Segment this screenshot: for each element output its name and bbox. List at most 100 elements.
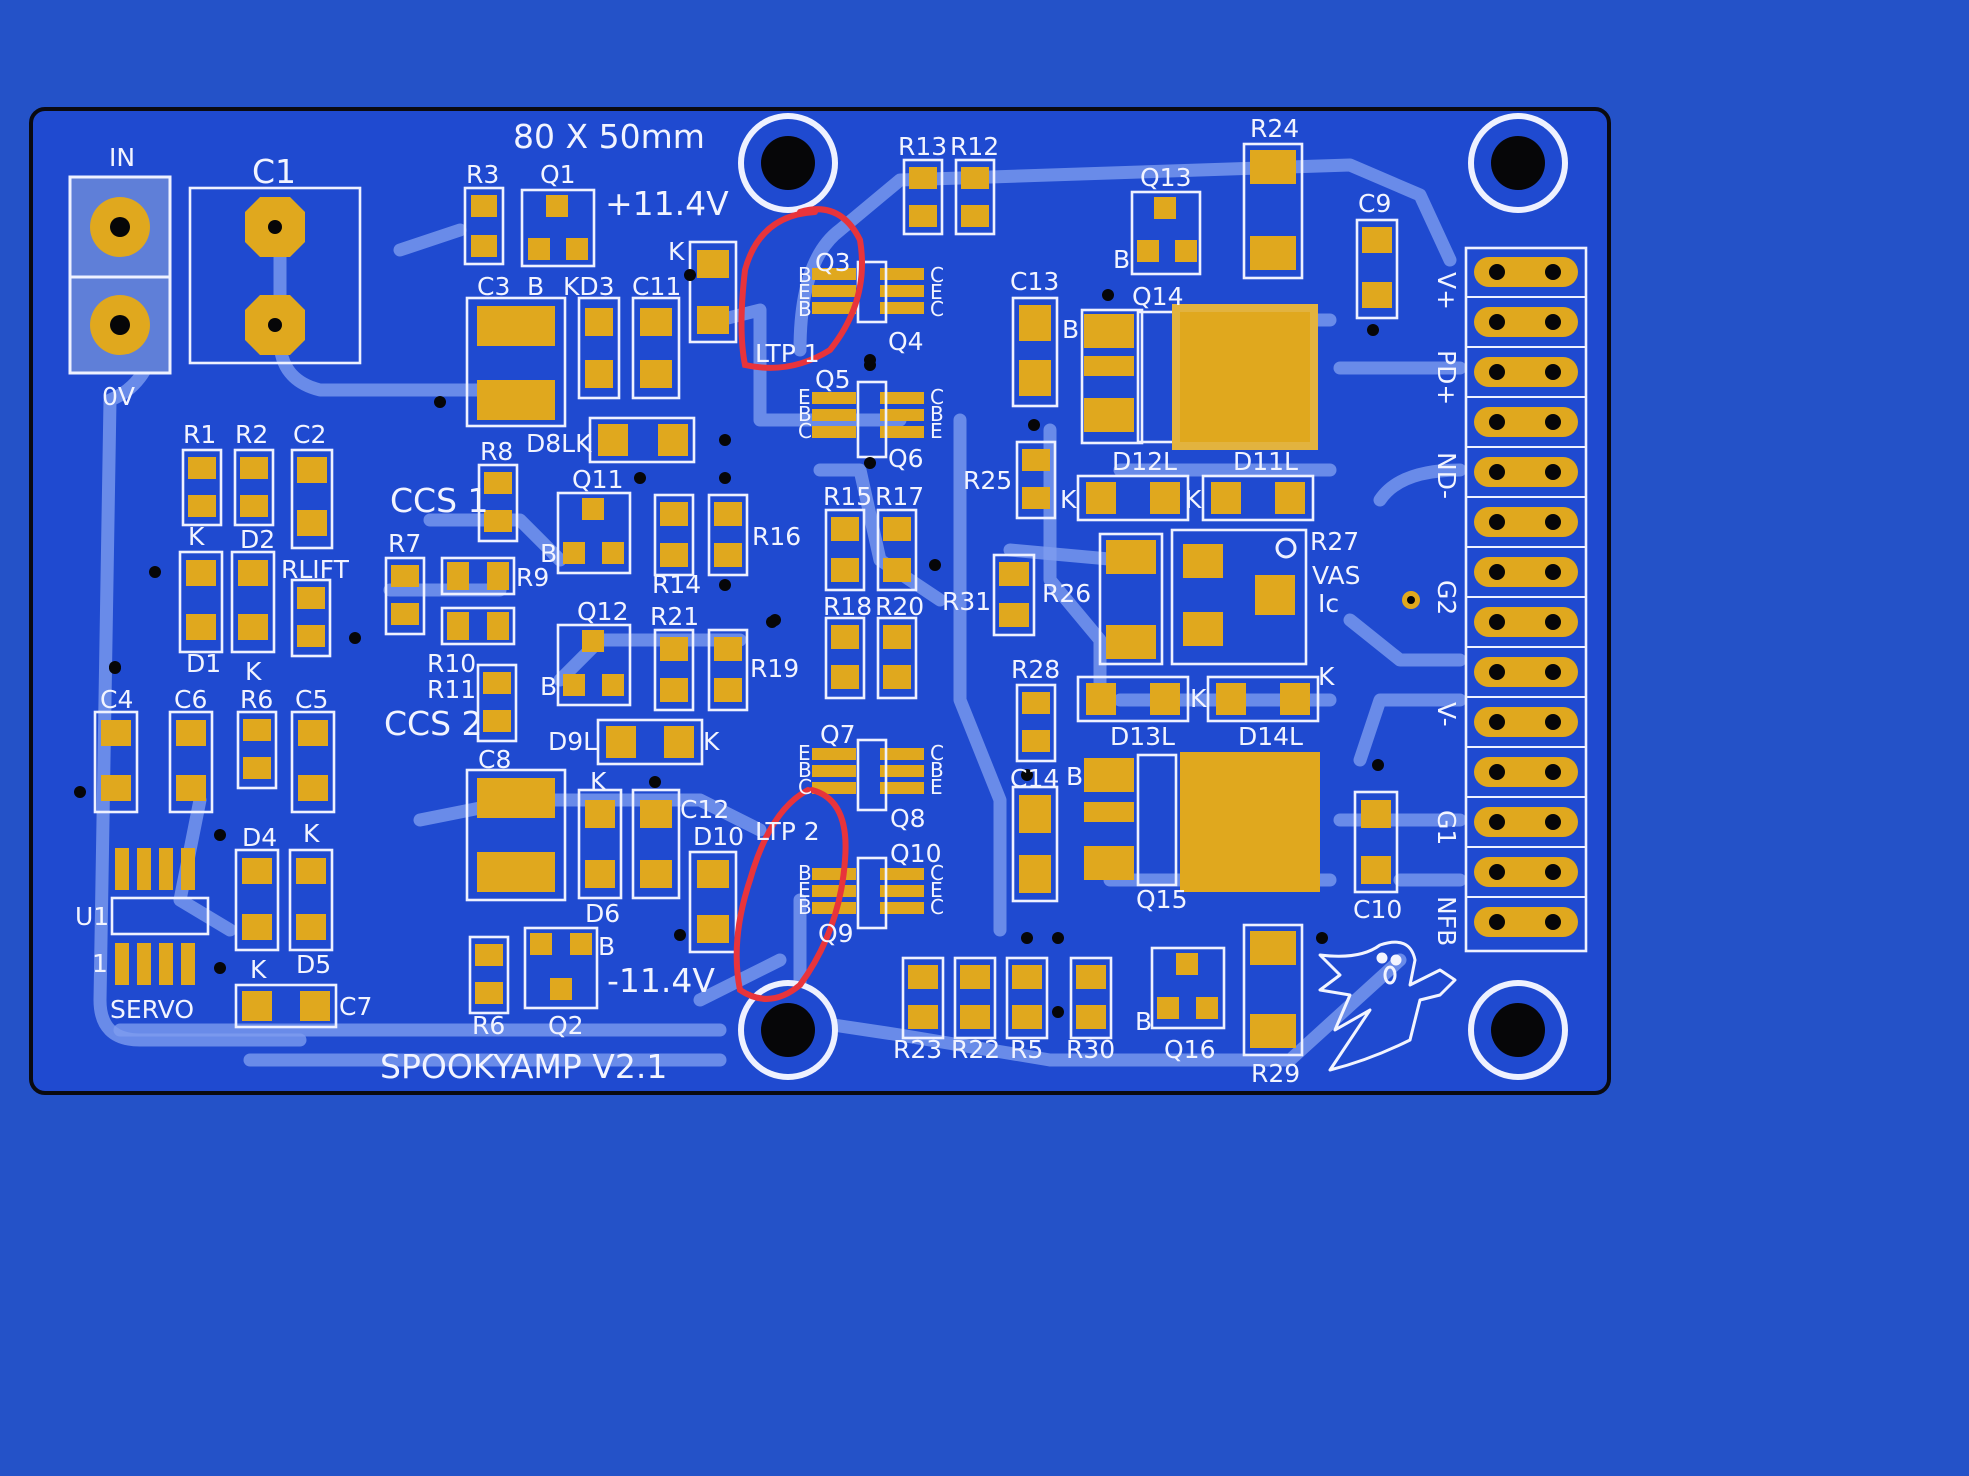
label-b-q14: B bbox=[1062, 315, 1079, 344]
label-q2: Q2 bbox=[548, 1011, 584, 1040]
r3-footprint bbox=[463, 186, 505, 266]
label-k-d9: K bbox=[703, 727, 720, 756]
c4-footprint bbox=[93, 710, 139, 814]
label-k-d5: K bbox=[250, 955, 267, 984]
c11-footprint bbox=[631, 296, 681, 400]
label-q13: Q13 bbox=[1140, 163, 1192, 192]
label-k-d1: K bbox=[188, 522, 205, 551]
header-pin-pair bbox=[1466, 296, 1586, 337]
label-r25: R25 bbox=[963, 466, 1012, 495]
label-r21: R21 bbox=[650, 602, 699, 631]
r22-footprint bbox=[953, 956, 997, 1040]
label-d12l: D12L bbox=[1112, 447, 1177, 476]
r20-footprint bbox=[876, 616, 918, 700]
q16-footprint bbox=[1150, 946, 1226, 1030]
connector-labels: V+ PD+ ND- G2 V- G1 NFB bbox=[1432, 272, 1461, 946]
r7-footprint bbox=[384, 556, 426, 636]
c6-footprint bbox=[168, 710, 214, 814]
silkscreen-labels: 80 X 50mm SPOOKYAMP V2.1 +11.4V -11.4V I… bbox=[75, 114, 1402, 1088]
r10-footprint bbox=[440, 606, 516, 646]
label-q4: Q4 bbox=[888, 327, 924, 356]
q12-footprint bbox=[556, 623, 632, 707]
c9-footprint bbox=[1355, 218, 1399, 320]
header-pin-pair bbox=[1466, 446, 1586, 487]
d5-footprint bbox=[234, 983, 338, 1029]
label-b1: B bbox=[527, 272, 544, 301]
pin-letter: B bbox=[798, 895, 812, 919]
label-q9: Q9 bbox=[818, 919, 854, 948]
conn-label-pdplus: PD+ bbox=[1432, 350, 1461, 405]
pin-letter: E bbox=[930, 280, 943, 304]
d11l-footprint bbox=[1201, 474, 1315, 522]
d2-footprint bbox=[230, 550, 276, 654]
c10-footprint bbox=[1353, 790, 1399, 894]
conn-label-vplus: V+ bbox=[1432, 272, 1461, 310]
label-q15: Q15 bbox=[1136, 885, 1188, 914]
header-pin-pair bbox=[1474, 257, 1578, 287]
label-r1: R1 bbox=[183, 420, 216, 449]
label-in: IN bbox=[109, 143, 135, 172]
header-pin-pair bbox=[1466, 346, 1586, 387]
pin-letter: C bbox=[930, 385, 944, 409]
label-r17: R17 bbox=[875, 482, 924, 511]
label-r27: R27 bbox=[1310, 527, 1359, 556]
label-q12: Q12 bbox=[577, 597, 629, 626]
r15-footprint bbox=[824, 508, 866, 592]
d4b-footprint bbox=[288, 848, 334, 952]
label-r5: R5 bbox=[1010, 1035, 1043, 1064]
q5-q6-footprint bbox=[812, 380, 924, 459]
c14-footprint bbox=[1011, 785, 1059, 903]
d1-footprint bbox=[178, 550, 224, 654]
label-d5: D5 bbox=[296, 950, 331, 979]
label-r8: R8 bbox=[480, 437, 513, 466]
r31-footprint bbox=[992, 553, 1036, 637]
mounting-hole bbox=[738, 113, 838, 213]
label-q7: Q7 bbox=[820, 720, 856, 749]
label-r18: R18 bbox=[823, 592, 872, 621]
label-r30: R30 bbox=[1066, 1035, 1115, 1064]
pin-letter: C bbox=[930, 297, 944, 321]
label-d4: D4 bbox=[242, 823, 277, 852]
c2-footprint bbox=[290, 448, 334, 550]
conn-label-nfb: NFB bbox=[1432, 896, 1461, 946]
label-r11: R11 bbox=[427, 675, 476, 704]
label-q1: Q1 bbox=[540, 160, 576, 189]
label-c6: C6 bbox=[174, 685, 207, 714]
label-d13l: D13L bbox=[1110, 722, 1175, 751]
r6a-footprint bbox=[236, 710, 278, 790]
d6-footprint bbox=[577, 788, 623, 900]
r2-footprint bbox=[233, 448, 275, 527]
r21-footprint bbox=[653, 628, 695, 712]
conn-label-g1: G1 bbox=[1432, 810, 1461, 845]
d14l-footprint bbox=[1206, 675, 1320, 723]
r28-footprint bbox=[1015, 683, 1057, 763]
label-ccs1: CCS 1 bbox=[390, 481, 489, 520]
label-k-d6: K bbox=[590, 767, 607, 796]
label-d9l: D9L bbox=[548, 727, 597, 756]
pin-letter: B bbox=[798, 758, 812, 782]
q13-footprint bbox=[1130, 190, 1202, 276]
label-r28: R28 bbox=[1011, 655, 1060, 684]
d3-footprint bbox=[577, 296, 621, 400]
label-k-d14: K bbox=[1318, 662, 1335, 691]
label-k-d2: K bbox=[245, 657, 262, 686]
r1-footprint bbox=[181, 448, 223, 527]
label-c8: C8 bbox=[478, 745, 511, 774]
d12l-footprint bbox=[1076, 474, 1190, 522]
pin-letter: E bbox=[798, 741, 811, 765]
pin-letter: C bbox=[930, 263, 944, 287]
label-r22: R22 bbox=[951, 1035, 1000, 1064]
smd-components bbox=[93, 142, 1399, 1057]
label-ic: Ic bbox=[1318, 589, 1339, 618]
label-r26: R26 bbox=[1042, 579, 1091, 608]
label-r31: R31 bbox=[942, 587, 991, 616]
board-title: SPOOKYAMP V2.1 bbox=[380, 1047, 667, 1086]
mounting-hole bbox=[738, 980, 838, 1080]
label-c14: C14 bbox=[1010, 764, 1059, 793]
r14-footprint bbox=[653, 493, 695, 577]
r26-footprint bbox=[1098, 532, 1164, 666]
pin-letter: B bbox=[798, 297, 812, 321]
label-d2: D2 bbox=[240, 525, 275, 554]
conn-label-g2: G2 bbox=[1432, 580, 1461, 615]
q1-footprint bbox=[520, 188, 596, 268]
